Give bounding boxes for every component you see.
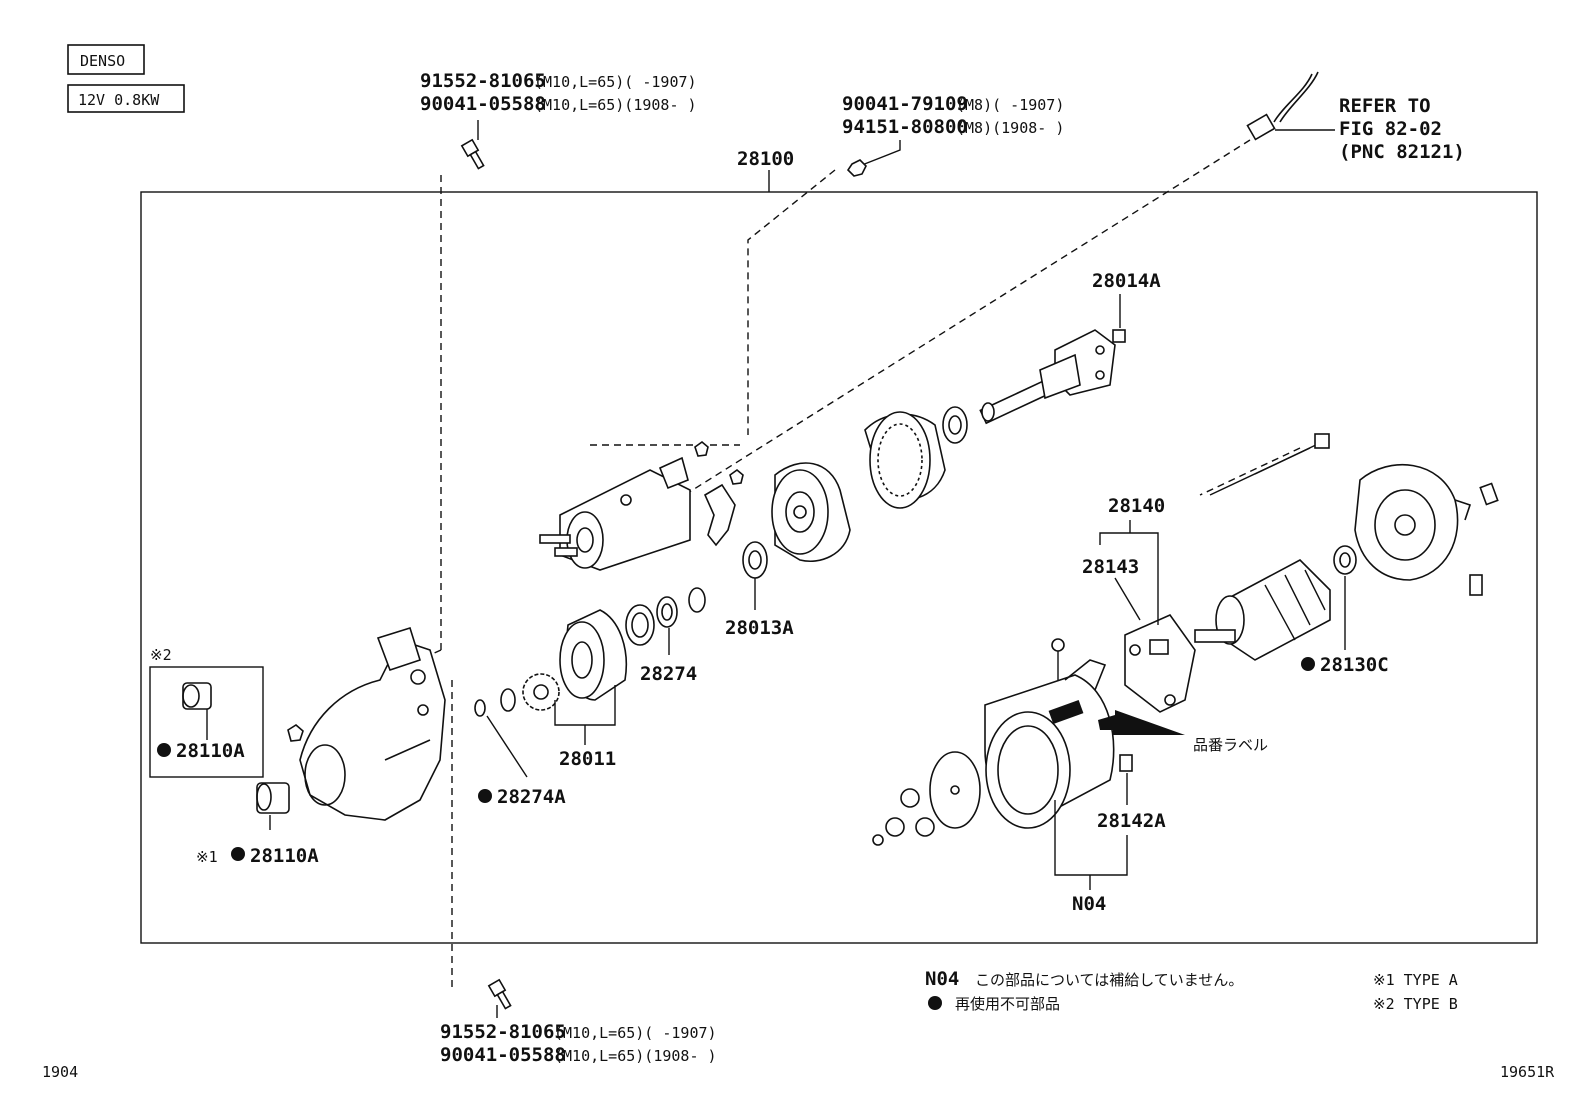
nonreuse-dot-28110A-b [157, 743, 171, 757]
screw-right [1469, 482, 1499, 596]
type-a-bushing: ※1 28110A [196, 782, 319, 867]
label-28110A-a: 28110A [250, 845, 319, 867]
bottom-bolt-pn1: 91552-81065 [440, 1021, 566, 1043]
maker-box: DENSO [67, 44, 145, 75]
front-housing [299, 626, 446, 821]
planet-gears [872, 788, 935, 846]
planetary-shaft [942, 329, 1116, 444]
label-28011: 28011 [559, 748, 616, 770]
footer-right: 19651R [1500, 1063, 1555, 1081]
legend-dot-text: 再使用不可部品 [955, 995, 1060, 1013]
label-arrow [1098, 710, 1185, 735]
footer-left: 1904 [42, 1063, 78, 1081]
wire-icon [1279, 71, 1319, 123]
bottom-bolt-spec1: (M10,L=65)( -1907) [554, 1024, 717, 1042]
assembly-number: 28100 [737, 148, 794, 170]
legend-n04-code: N04 [925, 968, 959, 990]
top-nut-spec2: (M8)(1908- ) [956, 119, 1064, 137]
top-bolt-callout: 91552-81065 (M10,L=65)( -1907) 90041-055… [420, 70, 697, 170]
snap-ring [474, 699, 486, 717]
bearing-28130C [1333, 545, 1357, 575]
top-nut-callout: 90041-79109 (M8)( -1907) 94151-80800 (M8… [842, 93, 1064, 177]
clutch-assembly [559, 609, 628, 701]
label-28130C: 28130C [1320, 654, 1389, 676]
legend: N04 この部品については補給していません。 再使用不可部品 ※1 TYPE A… [925, 968, 1458, 1013]
guide-connector [604, 139, 1251, 546]
assembly-frame [140, 191, 1538, 944]
nonreuse-dot-28274A [478, 789, 492, 803]
guide-through-bolt [1199, 447, 1301, 496]
refer-line2: FIG 82-02 [1339, 118, 1442, 140]
bottom-bolt-callout: 91552-81065 (M10,L=65)( -1907) 90041-055… [440, 978, 717, 1066]
internal-gear [864, 411, 946, 509]
legend-n04-text: この部品については補給していません。 [975, 971, 1243, 989]
nonreuse-dot-28130C [1301, 657, 1315, 671]
nut-small-2 [729, 468, 744, 485]
label-28014A: 28014A [1092, 270, 1161, 292]
top-bolt-icon [460, 138, 485, 170]
washer-28274 [656, 596, 678, 628]
stop-collar [500, 688, 516, 712]
washer-28274-large [625, 604, 655, 646]
maker-text: DENSO [80, 52, 125, 70]
top-nut-pn1: 90041-79109 [842, 93, 968, 115]
label-28274: 28274 [640, 663, 697, 685]
label-28110A-b: 28110A [176, 740, 245, 762]
bottom-bolt-icon [487, 978, 512, 1010]
label-28274A: 28274A [497, 786, 566, 808]
type-a-mark: ※1 [196, 848, 218, 866]
top-bolt-pn1: 91552-81065 [420, 70, 546, 92]
grommet-28142A [1119, 754, 1133, 772]
label-part-number-sticker: 品番ラベル [1193, 736, 1268, 754]
top-bolt-spec2: (M10,L=65)(1908- ) [534, 96, 697, 114]
spec-box: 12V 0.8KW [67, 84, 185, 113]
label-28142A: 28142A [1097, 810, 1166, 832]
bearing-28013A [742, 541, 768, 579]
armature [1194, 559, 1331, 661]
legend-dot [928, 996, 942, 1010]
top-nut-pn2: 94151-80800 [842, 116, 968, 138]
legend-type-a: ※1 TYPE A [1373, 971, 1458, 989]
type-b-inset: ※2 28110A [149, 646, 264, 778]
legend-type-b: ※2 TYPE B [1373, 995, 1458, 1013]
top-bolt-spec1: (M10,L=65)( -1907) [534, 73, 697, 91]
brush-holder [1124, 614, 1196, 713]
refer-callout: REFER TO FIG 82-02 (PNC 82121) [1246, 71, 1465, 163]
end-cover [1354, 463, 1472, 581]
label-28140: 28140 [1108, 495, 1165, 517]
drive-lever [703, 483, 736, 547]
type-b-mark: ※2 [150, 646, 172, 664]
field-yoke [984, 638, 1133, 829]
center-housing [771, 462, 851, 562]
label-28143: 28143 [1082, 556, 1139, 578]
pinion-gear [522, 673, 560, 711]
bearing-28014A [1112, 329, 1126, 343]
nonreuse-dot-28110A-a [231, 847, 245, 861]
refer-line1: REFER TO [1339, 95, 1431, 117]
washer-small [688, 587, 706, 613]
spec-text: 12V 0.8KW [78, 91, 160, 109]
plate-washer [929, 751, 981, 829]
magnet-switch [539, 456, 691, 571]
top-bolt-pn2: 90041-05588 [420, 93, 546, 115]
connector-icon [1246, 113, 1276, 141]
housing-nut [287, 724, 304, 742]
refer-line3: (PNC 82121) [1339, 141, 1465, 163]
nut-small-1 [694, 440, 709, 457]
bottom-bolt-spec2: (M10,L=65)(1908- ) [554, 1047, 717, 1065]
part-label-area [1048, 699, 1084, 725]
label-N04: N04 [1072, 893, 1106, 915]
guide-nut [747, 169, 836, 435]
nut-icon [846, 159, 867, 177]
through-bolt [1209, 433, 1330, 496]
label-28013A: 28013A [725, 617, 794, 639]
top-nut-spec1: (M8)( -1907) [956, 96, 1064, 114]
bottom-bolt-pn2: 90041-05588 [440, 1044, 566, 1066]
